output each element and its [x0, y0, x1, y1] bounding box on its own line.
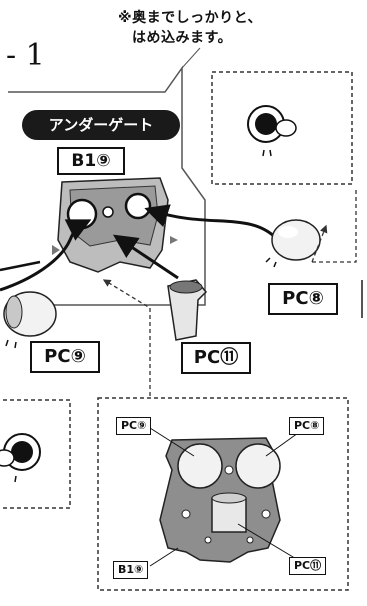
step-number: - 1 [6, 38, 45, 73]
pc9-ball [3, 291, 57, 349]
panel-outline [8, 65, 206, 306]
detail-pc9-socket [0, 433, 41, 483]
arrow-pc9 [0, 219, 92, 292]
part-label-b1: B1⑨ [57, 147, 125, 175]
part-title: アンダーゲート [22, 110, 180, 140]
part-label-pc8: PC⑧ [268, 283, 338, 315]
detail-pc8-socket [247, 105, 297, 157]
part-label-pc9: PC⑨ [30, 341, 100, 373]
detail-label-pc9: PC⑨ [116, 417, 152, 435]
part-label-pc11: PC⑪ [181, 342, 251, 374]
note-line-1: ※奥までしっかりと、 [118, 10, 263, 26]
detail-label-pc11: PC⑪ [289, 557, 327, 575]
arrow-pc8 [144, 204, 280, 242]
detail-label-b1: B1⑨ [113, 561, 149, 579]
detail-box-bottom [97, 397, 349, 591]
assembly-note: ※奥までしっかりと、 はめ込みます。 [118, 8, 328, 48]
note-line-2: はめ込みます。 [132, 30, 233, 46]
arrow-pc11 [113, 234, 179, 280]
detail-box-pc8 [211, 71, 353, 185]
detail-box-pc9 [0, 399, 71, 509]
note-leader [181, 47, 201, 69]
gate-part [52, 177, 178, 273]
detail-label-pc8: PC⑧ [289, 417, 325, 435]
pc11-cup [167, 279, 208, 341]
pc8-ball [265, 219, 321, 268]
detail-assembled-gate [159, 437, 281, 563]
